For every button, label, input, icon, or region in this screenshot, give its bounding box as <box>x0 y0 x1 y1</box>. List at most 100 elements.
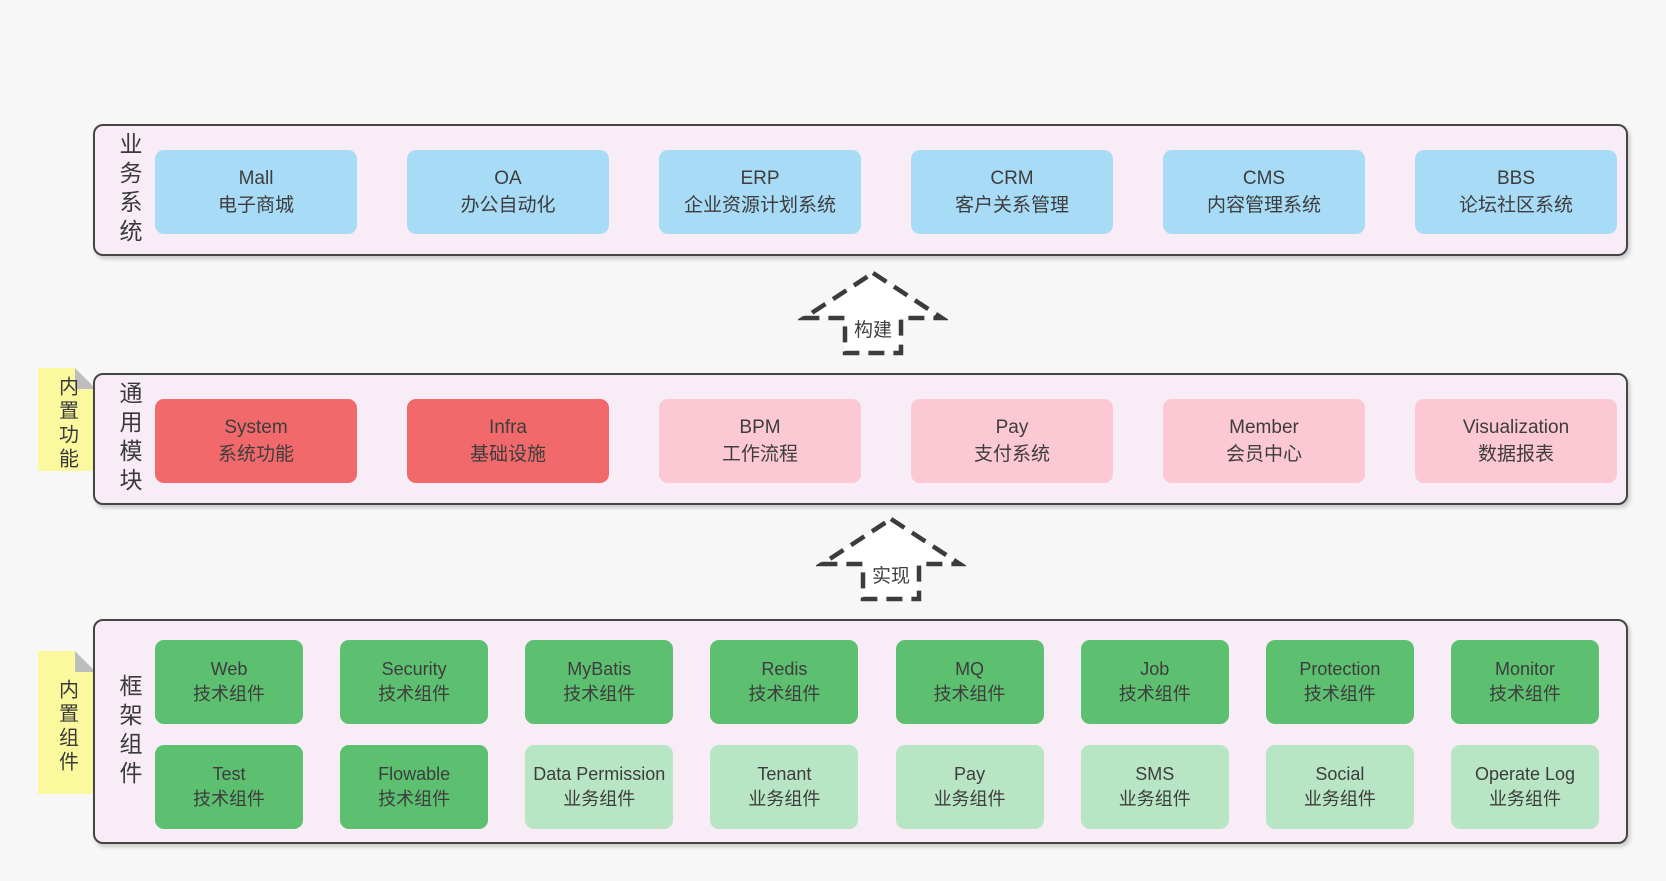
box-security-name: Security <box>381 659 447 679</box>
box-crm: CRM 客户关系管理 <box>911 150 1113 234</box>
box-erp-name: ERP <box>740 168 780 189</box>
components-row-2: Test 技术组件 Flowable 技术组件 Data Permission … <box>155 745 1599 829</box>
box-crm-desc: 客户关系管理 <box>954 195 1069 216</box>
box-flowable: Flowable 技术组件 <box>340 745 489 829</box>
box-redis-name: Redis <box>761 659 808 679</box>
box-mybatis-name: MyBatis <box>567 659 632 679</box>
box-mall: Mall 电子商城 <box>155 150 357 234</box>
band-modules-label: 通用模块 <box>116 381 142 497</box>
band-components-label: 框架组件 <box>116 673 142 790</box>
box-pay-component-desc: 业务组件 <box>933 789 1006 809</box>
box-pay-module-name: Pay <box>995 417 1029 438</box>
note-built-in-features-label: 内置功能 <box>55 375 78 472</box>
band-business-label: 业务系统 <box>116 132 142 248</box>
box-infra: Infra 基础设施 <box>407 399 609 483</box>
box-tenant: Tenant 业务组件 <box>710 745 859 829</box>
band-business-systems: 业务系统 Mall 电子商城 OA 办公自动化 ERP 企业资源计划系统 CRM… <box>93 124 1628 256</box>
band-common-modules: 通用模块 System 系统功能 Infra 基础设施 BPM 工作流程 Pay… <box>93 373 1628 505</box>
box-data-permission-name: Data Permission <box>533 764 666 784</box>
box-job: Job 技术组件 <box>1080 640 1229 724</box>
box-security-desc: 技术组件 <box>378 684 451 704</box>
box-mybatis-desc: 技术组件 <box>563 684 636 704</box>
box-flowable-name: Flowable <box>378 764 451 784</box>
box-erp: ERP 企业资源计划系统 <box>659 150 861 234</box>
sticky-note-built-in-features: 内置功能 <box>38 368 96 471</box>
box-bpm: BPM 工作流程 <box>659 399 861 483</box>
box-visualization: Visualization 数据报表 <box>1415 399 1617 483</box>
sticky-note-built-in-components: 内置组件 <box>38 651 96 794</box>
box-bpm-desc: 工作流程 <box>721 444 798 465</box>
box-member-name: Member <box>1229 417 1299 438</box>
box-social-desc: 业务组件 <box>1303 789 1376 809</box>
box-system-name: System <box>224 417 288 438</box>
box-mq: MQ 技术组件 <box>895 640 1044 724</box>
box-web-desc: 技术组件 <box>193 684 265 704</box>
box-monitor-desc: 技术组件 <box>1488 684 1561 704</box>
components-row-1: Web 技术组件 Security 技术组件 MyBatis 技术组件 Redi… <box>155 640 1599 724</box>
box-redis-desc: 技术组件 <box>748 684 821 704</box>
box-data-permission-desc: 业务组件 <box>563 789 636 809</box>
box-protection: Protection 技术组件 <box>1265 640 1414 724</box>
box-tenant-desc: 业务组件 <box>748 789 821 809</box>
band-framework-components: 框架组件 Web 技术组件 Security 技术组件 MyBatis 技术组件… <box>93 619 1628 844</box>
box-protection-desc: 技术组件 <box>1303 684 1376 704</box>
box-sms: SMS 业务组件 <box>1080 745 1229 829</box>
box-security: Security 技术组件 <box>340 640 489 724</box>
box-pay-component-name: Pay <box>954 764 986 784</box>
box-infra-desc: 基础设施 <box>469 444 546 465</box>
box-oa: OA 办公自动化 <box>407 150 609 234</box>
box-infra-name: Infra <box>488 417 528 438</box>
box-oa-name: OA <box>494 168 522 189</box>
box-job-desc: 技术组件 <box>1118 684 1191 704</box>
box-system-desc: 系统功能 <box>217 444 294 465</box>
box-flowable-desc: 技术组件 <box>378 789 451 809</box>
box-system: System 系统功能 <box>155 399 357 483</box>
implement-arrow-label: 实现 <box>869 561 913 588</box>
box-member: Member 会员中心 <box>1163 399 1365 483</box>
box-visualization-desc: 数据报表 <box>1477 444 1554 465</box>
box-pay-component: Pay 业务组件 <box>895 745 1044 829</box>
box-bbs-name: BBS <box>1496 168 1536 189</box>
box-redis: Redis 技术组件 <box>710 640 859 724</box>
box-cms-name: CMS <box>1242 168 1286 189</box>
box-job-name: Job <box>1140 659 1170 679</box>
box-tenant-name: Tenant <box>757 764 812 784</box>
box-monitor: Monitor 技术组件 <box>1450 640 1599 724</box>
box-mall-desc: 电子商城 <box>217 195 294 216</box>
box-social-name: Social <box>1315 764 1365 784</box>
box-monitor-name: Monitor <box>1494 659 1555 679</box>
box-visualization-name: Visualization <box>1462 417 1570 438</box>
box-pay-module-desc: 支付系统 <box>973 444 1050 465</box>
box-sms-desc: 业务组件 <box>1118 789 1191 809</box>
box-test-desc: 技术组件 <box>193 789 265 809</box>
box-oa-desc: 办公自动化 <box>460 195 556 216</box>
box-bpm-name: BPM <box>739 417 781 438</box>
box-operate-log-desc: 业务组件 <box>1488 789 1561 809</box>
box-bbs: BBS 论坛社区系统 <box>1415 150 1617 234</box>
box-crm-name: CRM <box>990 168 1034 189</box>
box-operate-log-name: Operate Log <box>1474 764 1576 784</box>
box-social: Social 业务组件 <box>1265 745 1414 829</box>
box-data-permission: Data Permission 业务组件 <box>525 745 674 829</box>
box-sms-name: SMS <box>1135 764 1175 784</box>
box-web: Web 技术组件 <box>155 640 303 724</box>
box-cms-desc: 内容管理系统 <box>1206 195 1321 216</box>
build-arrow-icon: 构建 <box>798 268 948 358</box>
box-mybatis: MyBatis 技术组件 <box>525 640 674 724</box>
modules-box-row: System 系统功能 Infra 基础设施 BPM 工作流程 Pay 支付系统… <box>155 399 1617 483</box>
box-test-name: Test <box>212 764 246 784</box>
box-web-name: Web <box>210 659 248 679</box>
build-arrow-label: 构建 <box>851 315 895 342</box>
box-bbs-desc: 论坛社区系统 <box>1458 195 1573 216</box>
implement-arrow-icon: 实现 <box>816 514 966 604</box>
box-cms: CMS 内容管理系统 <box>1163 150 1365 234</box>
box-operate-log: Operate Log 业务组件 <box>1450 745 1599 829</box>
box-erp-desc: 企业资源计划系统 <box>683 195 836 216</box>
box-test: Test 技术组件 <box>155 745 303 829</box>
box-mall-name: Mall <box>238 168 274 189</box>
box-mq-desc: 技术组件 <box>933 684 1006 704</box>
box-mq-name: MQ <box>955 659 985 679</box>
box-protection-name: Protection <box>1299 659 1381 679</box>
business-box-row: Mall 电子商城 OA 办公自动化 ERP 企业资源计划系统 CRM 客户关系… <box>155 150 1617 234</box>
